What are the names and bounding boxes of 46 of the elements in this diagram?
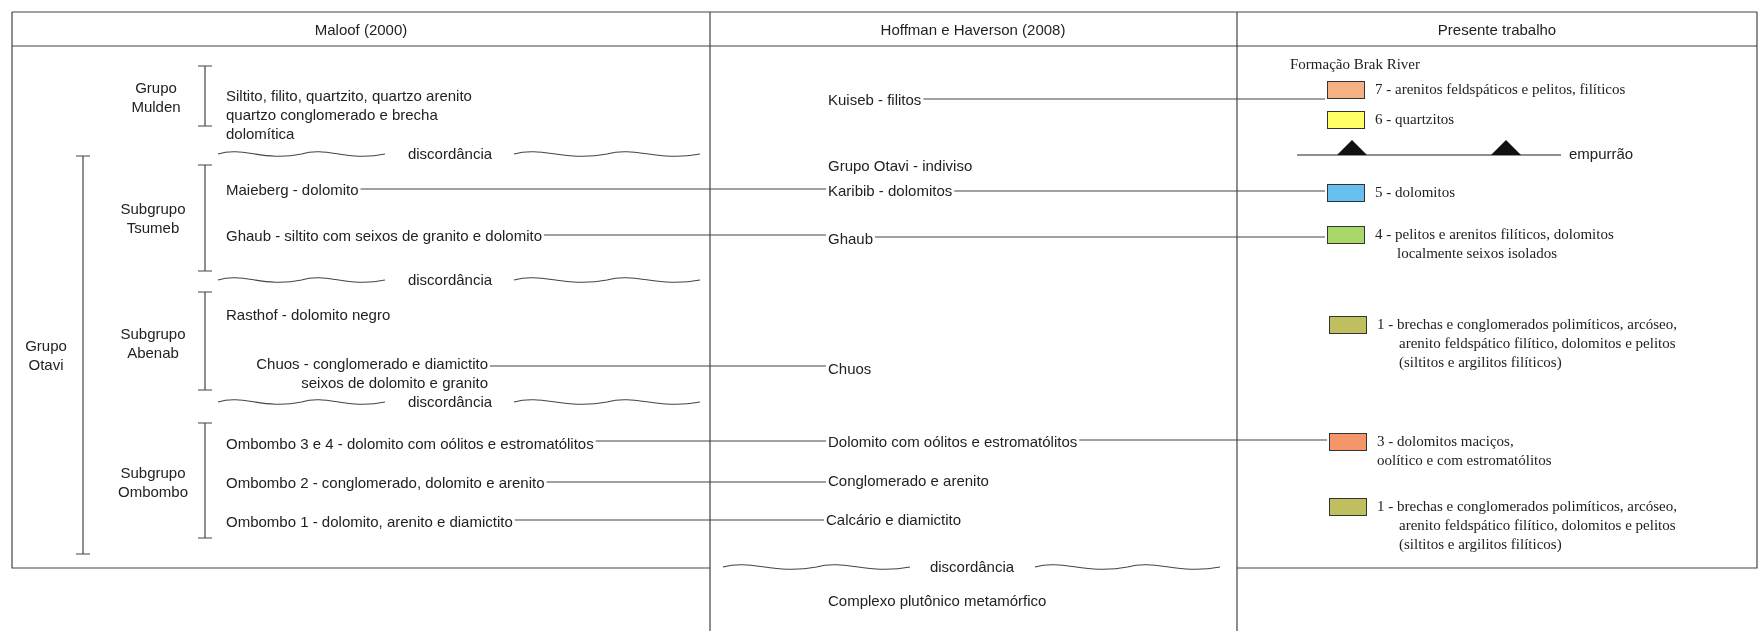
correlation-line [595,440,827,442]
group-name: Grupo Mulden [111,78,201,116]
unit-description: 6 - quartzitos [1375,110,1455,129]
unconformity-label: discordância [407,270,493,289]
unit-description: Dolomito com oólitos e estromatólitos [828,432,1078,451]
subgroup-name: Subgrupo Abenab [108,324,198,362]
unit-description: Conglomerado e arenito [828,471,989,490]
unit-description: Rasthof - dolomito negro [226,305,391,324]
correlation-line [514,519,825,521]
thrust-label: empurrão [1569,144,1634,163]
column-header: Hoffman e Haverson (2008) [880,20,1066,39]
column-header: Presente trabalho [1437,20,1557,39]
unit-description: 1 - brechas e conglomerados polimíticos, arcóseo, arenito feldspático filítico, dolomitos e pelitos (siltitos e argilitos filíticos) [1377,315,1678,372]
unit-description: Ghaub - siltito com seixos de granito e dolomito [226,226,542,245]
unit-description: 3 - dolomitos maciços, oolítico e com estromatólitos [1377,432,1552,470]
unit-description: 5 - dolomitos [1375,183,1455,202]
correlation-line [922,98,1326,100]
correlation-line [953,190,1326,192]
correlation-line [543,234,827,236]
unit-description: Chuos [828,359,872,378]
correlation-line [874,236,1326,238]
unit-description: Grupo Otavi - indiviso [828,156,973,175]
subgroup-name: Subgrupo Tsumeb [108,199,198,237]
subgroup-name: Subgrupo Ombombo [103,463,203,501]
formation-name: Formação Brak River [1290,55,1420,74]
unit-description: Ombombo 1 - dolomito, arenito e diamictito [226,512,513,531]
unit-description: 4 - pelitos e arenitos filíticos, dolomitos localmente seixos isolados [1375,225,1615,263]
unconformity-label: discordância [929,557,1015,576]
unit-description: Calcário e diamictito [826,510,962,529]
unit-description: Kuiseb - filitos [828,90,922,109]
unit-description: 1 - brechas e conglomerados polimíticos, arcóseo, arenito feldspático filítico, dolomitos e pelitos (siltitos e argilitos filíticos) [1377,497,1678,554]
unit-description: Ombombo 2 - conglomerado, dolomito e arenito [226,473,545,492]
correlation-line [1078,439,1328,441]
unit-description: 7 - arenitos feldspáticos e pelitos, filíticos [1375,80,1626,99]
unit-description: Ombombo 3 e 4 - dolomito com oólitos e estromatólitos [226,434,594,453]
column-header: Maloof (2000) [314,20,408,39]
unconformity-label: discordância [407,392,493,411]
unit-label: Complexo plutônico metamórfico [828,591,1047,610]
unconformity-label: discordância [407,144,493,163]
correlation-line [489,365,827,367]
unit-description: Maieberg - dolomito [226,180,359,199]
correlation-line [545,481,827,483]
group-name: Grupo Otavi [6,336,86,374]
unit-description: Karibib - dolomitos [828,181,953,200]
unit-description: Ghaub [828,229,874,248]
correlation-line [359,188,827,190]
